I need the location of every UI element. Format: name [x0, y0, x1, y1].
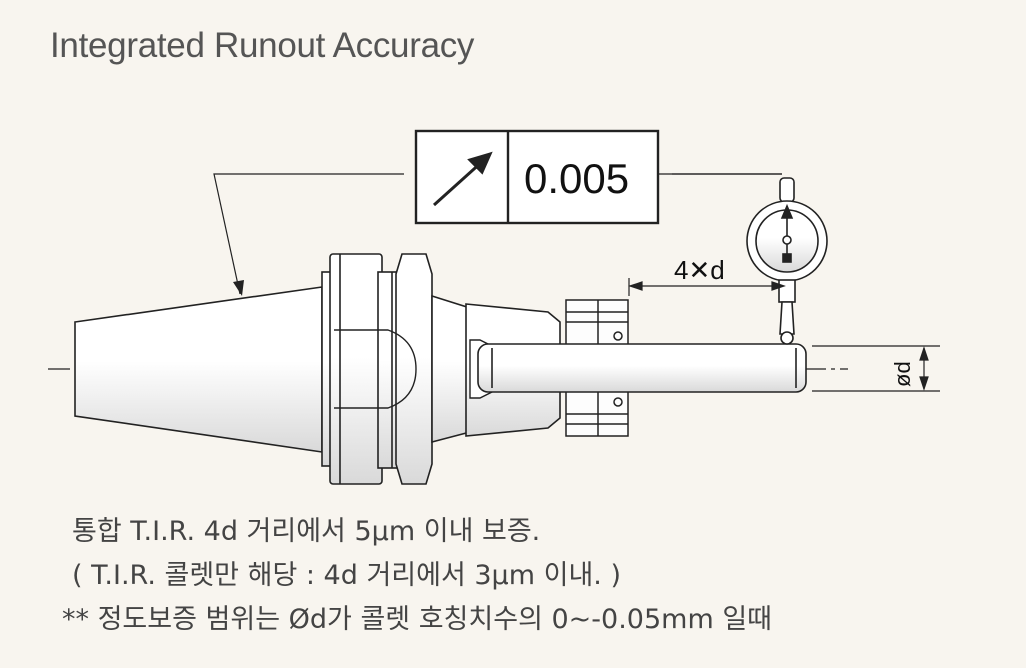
taper-leader	[213, 173, 404, 295]
test-bar	[477, 343, 807, 393]
note-line: ( T.I.R. 콜렛만 해당 : 4d 거리에서 3μm 이내. )	[72, 560, 622, 591]
diameter-dimension	[812, 345, 940, 392]
leader-arrowhead	[233, 280, 244, 296]
distance-dimension	[628, 278, 786, 296]
notes: 통합 T.I.R. 4d 거리에서 5μm 이내 보증. ( T.I.R. 콜렛…	[62, 510, 772, 642]
note-line: 통합 T.I.R. 4d 거리에서 5μm 이내 보증.	[72, 516, 541, 547]
inner-bore	[334, 329, 417, 409]
note-line: ** 정도보증 범위는 Ød가 콜렛 호칭치수의 0~-0.05mm 일때	[62, 604, 773, 635]
collet-nut	[565, 299, 629, 437]
taper-shank	[74, 286, 323, 453]
tolerance-frame	[414, 129, 660, 225]
page-title: Integrated Runout Accuracy	[50, 26, 475, 65]
flange	[321, 253, 433, 485]
distance-label: 4✕d	[674, 255, 725, 285]
diameter-label: ød	[890, 361, 915, 387]
runout-arrow-icon	[432, 151, 493, 207]
dial-indicator	[672, 173, 828, 345]
tolerance-value: 0.005	[524, 155, 629, 202]
